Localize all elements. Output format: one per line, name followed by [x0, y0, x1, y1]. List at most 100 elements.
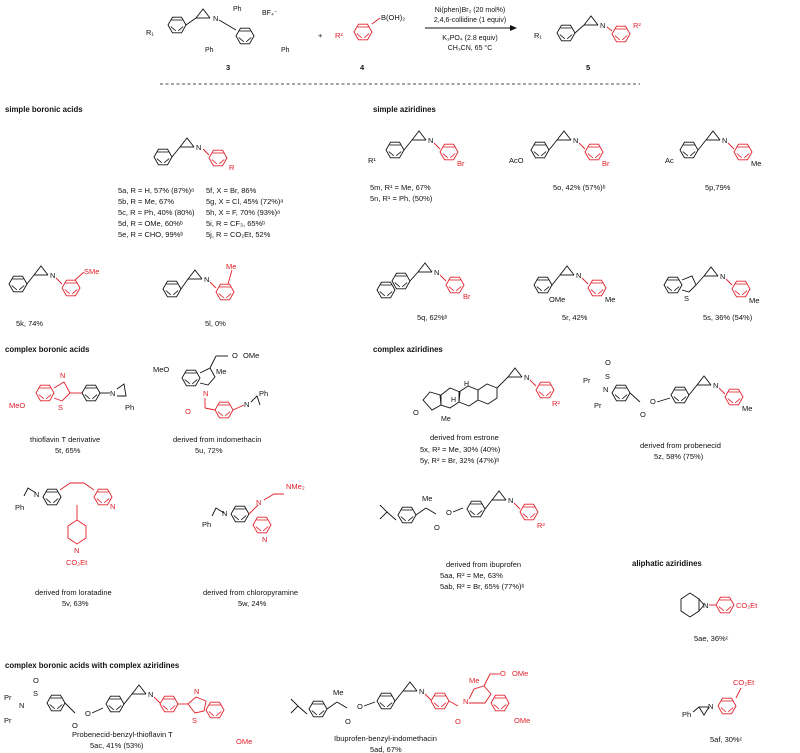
atom-br: Br [457, 159, 465, 168]
label-5ad-desc: Ibuprofen-benzyl-indomethacin [334, 734, 437, 743]
compound-5w: Ph N N NMe₂ N derived from chloropyramin… [202, 482, 305, 608]
atom-n: N [50, 271, 55, 280]
label-5b: 5b, R = Me, 67% [118, 197, 174, 206]
atom-ome: OMe [549, 295, 565, 304]
atom-br: Br [463, 292, 471, 301]
atom-o-2: O [72, 721, 78, 730]
label-5z: 5z, 58% (75%) [654, 452, 704, 461]
label-5v: 5v, 63% [62, 599, 89, 608]
atom-ome: OMe [243, 351, 259, 360]
atom-n: N [720, 272, 725, 281]
atom-o-2: O [357, 702, 363, 711]
compound-5ad: Me O O N O N Me O OMe OMe Ibuprofen-benz… [290, 669, 530, 753]
atom-s-ring: S [192, 716, 197, 725]
label-5p: 5p,79% [705, 183, 731, 192]
atom-pr-2: Pr [4, 716, 12, 725]
atom-o: O [232, 351, 238, 360]
atom-h-2: H [464, 381, 469, 388]
atom-meo: MeO [153, 365, 169, 374]
atom-ac: Ac [665, 156, 674, 165]
atom-n-pyr: N [262, 535, 267, 544]
compound-5q: N Br 5q, 62%ᵇ [376, 262, 471, 322]
atom-n: N [508, 496, 513, 505]
condition-2: 2,4,6-collidine (1 equiv) [434, 17, 506, 24]
compound-5u: O OMe Me MeO N O N Ph derived from indom… [153, 351, 268, 455]
condition-3: K₃PO₄ (2.8 equiv) [442, 35, 498, 42]
section-aliphatic: aliphatic aziridines [632, 559, 702, 568]
label-5o: 5o, 42% (57%)ᵇ [553, 183, 606, 192]
label-5j: 5j, R = CO₂Et, 52% [206, 230, 271, 239]
atom-n: N [434, 268, 439, 277]
atom-pr-1: Pr [583, 376, 591, 385]
atom-ph: Ph [202, 520, 211, 529]
label-5u: 5u, 72% [195, 446, 223, 455]
compound-5z: O S N Pr Pr O O N Me derived from proben… [583, 358, 752, 461]
atom-s: S [684, 294, 689, 303]
compound-5v: Ph N N N CO₂Et derived from loratadine 5… [15, 482, 115, 608]
label-5ab: 5ab, R² = Br, 65% (77%)ᵇ [440, 582, 524, 591]
label-5af: 5af, 30%ᶜ [710, 735, 743, 744]
compound-5aa: Me O O N R² derived from ibuprofen 5aa, … [379, 490, 545, 591]
label-5a: 5a, R = H, 57% (87%)ᵃ [118, 186, 194, 195]
label-5g: 5g, X = Cl, 45% (72%)ᵃ [206, 197, 283, 206]
atom-me: Me [605, 295, 615, 304]
atom-o-4: O [500, 669, 506, 678]
atom-n-sulfon: N [19, 701, 24, 710]
compound-5x: Me O H H N R² derived from estrone 5x, R… [413, 367, 560, 465]
atom-ome: OMe [236, 737, 252, 746]
atom-ph: Ph [682, 710, 691, 719]
atom-n: N [524, 373, 529, 382]
r2-label: R² [335, 31, 343, 40]
atom-br: Br [602, 159, 610, 168]
atom-n: N [708, 702, 713, 711]
atom-n: N [573, 136, 578, 145]
atom-meo: MeO [9, 401, 25, 410]
atom-n-ring: N [194, 687, 199, 696]
label-5i: 5i, R = CF₃, 65%ᵇ [206, 219, 265, 228]
atom-n-pyr: N [110, 502, 115, 511]
compound-5k: N SMe 5k, 74% [8, 265, 99, 328]
section-simple-aziridines: simple aziridines [373, 105, 436, 114]
label-5c: 5c, R = Ph, 40% (80%) [118, 208, 195, 217]
section-complex-aziridines: complex aziridines [373, 345, 443, 354]
atom-r2: R² [537, 521, 545, 530]
atom-r: R [229, 163, 235, 172]
n-label: N [213, 14, 218, 23]
label-5z-desc: derived from probenecid [640, 441, 721, 450]
compound-5l: N Me 5l, 0% [162, 262, 236, 328]
atom-co2et: CO₂Et [736, 601, 758, 610]
atom-nme2: NMe₂ [286, 482, 305, 491]
atom-o-1: O [345, 717, 351, 726]
atom-ome-2: OMe [514, 716, 530, 725]
atom-n: N [576, 271, 581, 280]
atom-sme: SMe [84, 267, 99, 276]
label-5ae: 5ae, 36%ᶜ [694, 634, 729, 643]
label-5ad: 5ad, 67% [370, 745, 402, 753]
product-r2: R² [633, 21, 641, 30]
atom-co2et: CO₂Et [733, 678, 755, 687]
atom-me-1: Me [333, 688, 343, 697]
label-5t: 5t, 65% [55, 446, 81, 455]
compound-5o: N Br AcO 5o, 42% (57%)ᵇ [509, 130, 610, 192]
atom-me-2: Me [469, 676, 479, 685]
atom-ph: Ph [125, 403, 134, 412]
product-n: N [600, 21, 605, 30]
reagent-4-label: 4 [360, 63, 365, 72]
atom-n: N [196, 143, 201, 152]
atom-pr-2: Pr [594, 401, 602, 410]
atom-n: N [148, 690, 153, 699]
atom-n: N [204, 275, 209, 284]
scheme-arrow: Ni(phen)Br₂ (20 mol%) 2,4,6-collidine (1… [425, 7, 517, 52]
atom-n: N [722, 136, 727, 145]
compound-5p: N Me Ac 5p,79% [665, 130, 761, 192]
atom-me: Me [226, 262, 236, 271]
ph-label-3: Ph [281, 47, 290, 54]
labels-5f-5j: 5f, X = Br, 86% 5g, X = Cl, 45% (72%)ᵃ 5… [206, 186, 283, 239]
atom-n: N [222, 509, 227, 518]
atom-me: Me [216, 367, 226, 376]
atom-o: O [33, 676, 39, 685]
condition-1: Ni(phen)Br₂ (20 mol%) [435, 7, 505, 14]
label-5v-desc: derived from loratadine [35, 588, 112, 597]
atom-n-ring: N [60, 371, 65, 380]
